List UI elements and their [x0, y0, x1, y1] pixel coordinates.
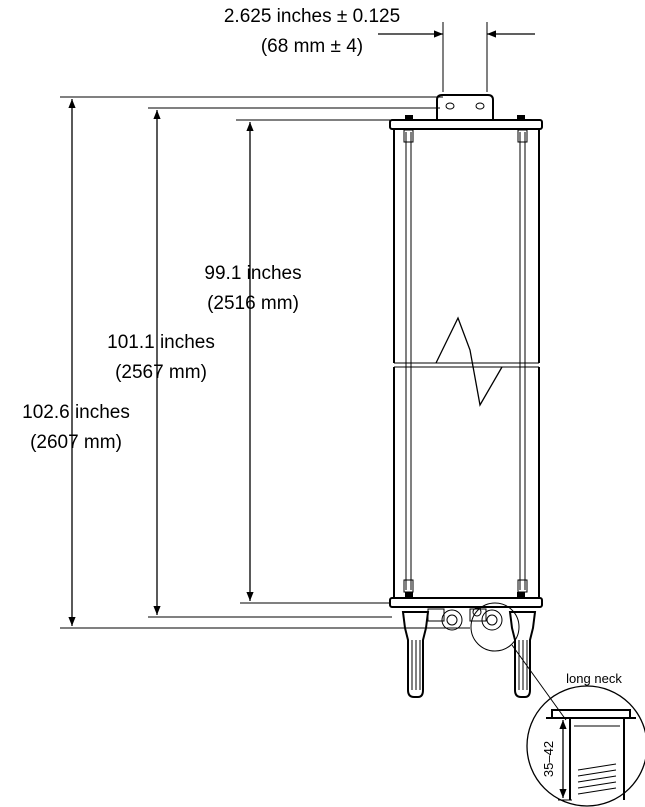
- neck-body: [569, 718, 625, 800]
- connector-port-left: [441, 609, 463, 631]
- rod-clip-bottom-left: [403, 579, 414, 593]
- height-dimension-102: [60, 96, 470, 629]
- neck-threads: [577, 763, 617, 795]
- bottom-end-cap: [389, 597, 543, 608]
- break-symbol: [435, 316, 503, 407]
- height-dimension-101: [148, 107, 440, 618]
- height-label-101-mm: (2567 mm): [115, 362, 207, 383]
- rod-clip-top-right: [517, 129, 528, 143]
- connector-port-left-inner: [446, 614, 458, 626]
- bracket-hole-right: [475, 102, 485, 110]
- height-dimension-99: [236, 119, 390, 604]
- housing-sides-upper: [393, 129, 540, 363]
- height-label-101-inches: 101.1 inches: [107, 332, 215, 353]
- detail-circle: [526, 685, 645, 807]
- bracket-hole-left: [445, 102, 455, 110]
- neck-flange: [551, 709, 631, 718]
- long-neck-label: long neck: [566, 671, 622, 686]
- neck-length-range: 35–42: [541, 741, 556, 777]
- height-label-99-inches: 99.1 inches: [204, 263, 301, 284]
- width-label-inches: 2.625 inches ± 0.125: [224, 6, 400, 27]
- height-label-99-mm: (2516 mm): [207, 293, 299, 314]
- ground-lug: [472, 607, 482, 617]
- bottom-cap-bolt-left: [405, 592, 413, 598]
- detail-highlight-circle: [470, 602, 520, 652]
- jumper-cable-left: [401, 611, 430, 698]
- connector-port-right: [481, 609, 503, 631]
- width-label-mm: (68 mm ± 4): [261, 36, 363, 57]
- antenna-body: [389, 94, 567, 721]
- connector-block-right: [469, 608, 487, 622]
- rod-clip-bottom-right: [517, 579, 528, 593]
- width-dimension: 2.625 inches ± 0.125 (68 mm ± 4): [224, 6, 535, 92]
- long-neck-detail: long neck 35–42: [526, 671, 645, 807]
- height-label-102-inches: 102.6 inches: [22, 402, 130, 423]
- connector-port-right-inner: [486, 614, 498, 626]
- top-cap-bolt-left: [405, 115, 413, 121]
- height-label-102-mm: (2607 mm): [30, 432, 122, 453]
- mounting-bracket: [436, 94, 494, 120]
- jumper-cable-right: [508, 611, 537, 698]
- rod-clip-top-left: [403, 129, 414, 143]
- top-end-cap: [389, 119, 543, 130]
- housing-sides-lower: [393, 367, 540, 598]
- top-cap-bolt-right: [517, 115, 525, 121]
- detail-leader-line: [511, 644, 567, 721]
- bottom-cap-bolt-right: [517, 592, 525, 598]
